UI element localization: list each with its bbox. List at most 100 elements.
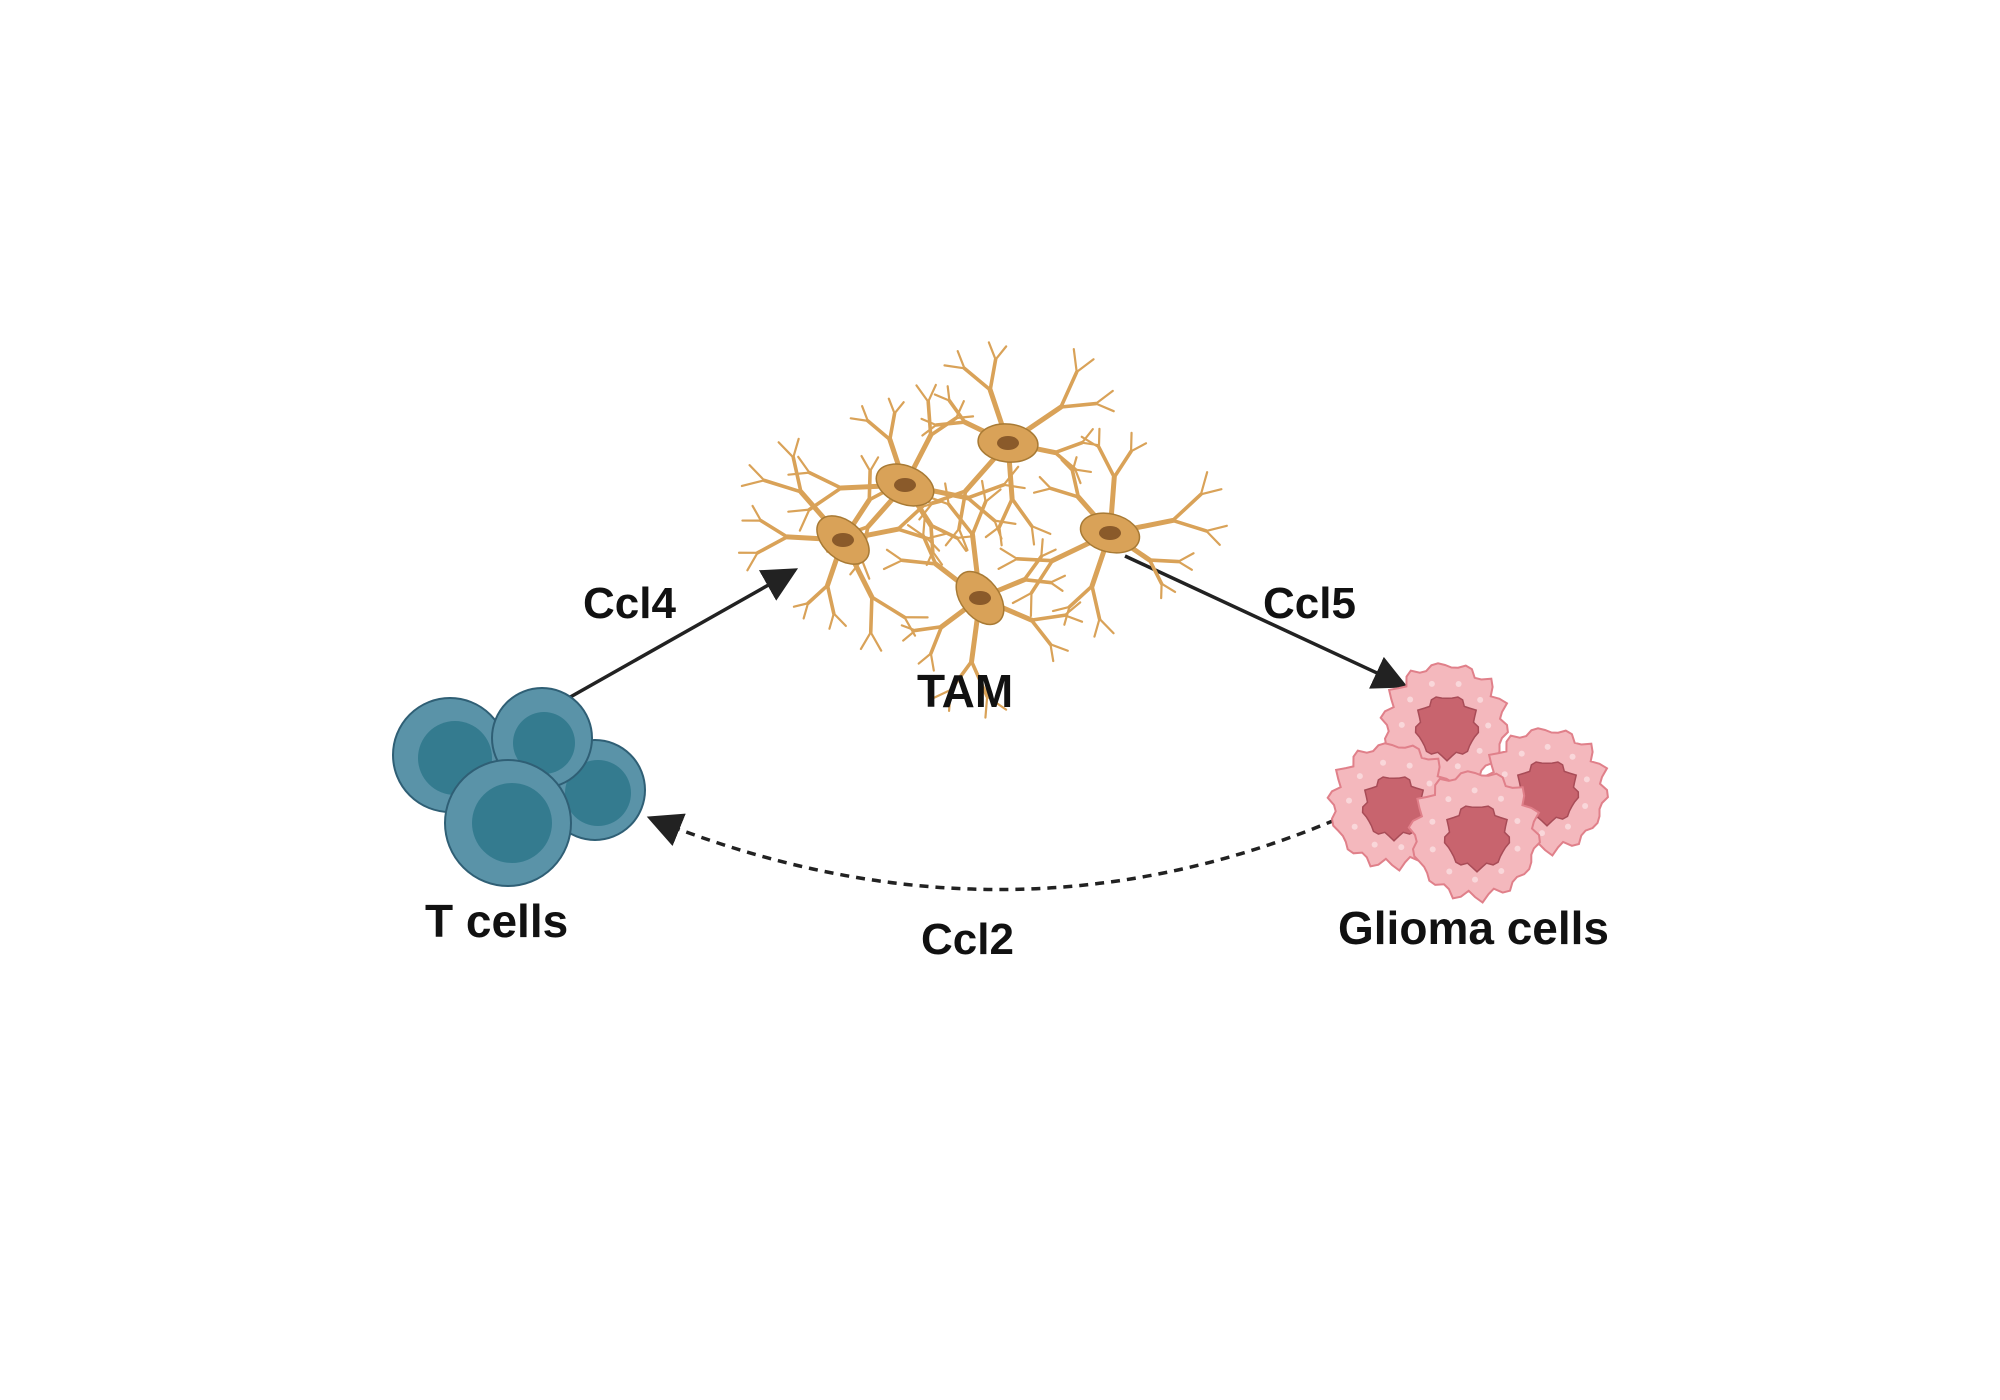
microglia-process bbox=[1040, 548, 1057, 558]
microglia-process bbox=[1067, 584, 1094, 609]
microglia-process bbox=[913, 624, 944, 633]
glioma-granule bbox=[1501, 771, 1508, 778]
microglia-process bbox=[1090, 584, 1102, 621]
microglia-process bbox=[1030, 525, 1052, 536]
glioma-granule bbox=[1455, 681, 1462, 688]
glioma-granule bbox=[1429, 818, 1436, 825]
microglia-process bbox=[868, 595, 874, 635]
microglia-process bbox=[929, 652, 935, 672]
microglia-process bbox=[962, 366, 992, 392]
microglia-process bbox=[860, 558, 871, 580]
t-cell-nucleus bbox=[472, 783, 552, 863]
microglia-process bbox=[896, 504, 925, 531]
microglia-process bbox=[1071, 456, 1078, 473]
glioma-granule bbox=[1356, 773, 1363, 780]
glioma-granule bbox=[1398, 844, 1405, 851]
microglia-process bbox=[1011, 591, 1033, 605]
microglia-process bbox=[965, 483, 1006, 500]
microglia-process bbox=[1199, 471, 1209, 496]
glioma-granule bbox=[1476, 747, 1483, 754]
microglia-process bbox=[866, 419, 892, 442]
glioma-granule bbox=[1472, 876, 1479, 883]
microglia-process bbox=[988, 357, 998, 392]
microglia-process bbox=[1147, 558, 1164, 586]
microglia-process bbox=[922, 517, 926, 537]
microglia-process bbox=[1030, 525, 1036, 546]
glioma-granule bbox=[1407, 696, 1414, 703]
microglia-process bbox=[926, 537, 941, 552]
glioma-granule bbox=[1569, 753, 1576, 760]
microglia-nucleus bbox=[969, 591, 991, 605]
microglia-process bbox=[957, 527, 969, 552]
microglia-process bbox=[929, 523, 959, 540]
glioma-granule bbox=[1398, 721, 1405, 728]
microglia-process bbox=[956, 350, 966, 370]
microglia-process bbox=[748, 464, 766, 482]
microglia-process bbox=[1040, 538, 1044, 558]
ccl2-label: Ccl2 bbox=[921, 915, 1014, 964]
microglia-nucleus bbox=[1099, 526, 1121, 540]
microglia-process bbox=[849, 417, 869, 422]
glioma-granule bbox=[1498, 868, 1505, 875]
microglia-process bbox=[970, 499, 988, 537]
microglia-process bbox=[1097, 445, 1117, 479]
glioma-granule bbox=[1514, 817, 1521, 824]
microglia-process bbox=[887, 397, 896, 415]
microglia-process bbox=[755, 535, 789, 555]
microglia-process bbox=[1022, 577, 1053, 585]
microglia-process bbox=[984, 488, 1002, 503]
microglia-process bbox=[929, 523, 935, 554]
glioma-granule bbox=[1564, 823, 1571, 830]
microglia-process bbox=[802, 602, 810, 620]
edge-tam-to-glioma-arrow bbox=[1124, 554, 1409, 689]
microglia-process bbox=[999, 547, 1019, 560]
microglia-process bbox=[1032, 487, 1052, 494]
glioma-granule bbox=[1514, 845, 1521, 852]
microglia-process bbox=[932, 688, 952, 700]
microglia-process bbox=[1063, 601, 1082, 617]
microglia-process bbox=[955, 536, 968, 552]
microglia-process bbox=[787, 471, 811, 476]
microglia-process bbox=[1029, 618, 1053, 647]
microglia-process bbox=[798, 508, 811, 532]
microglia-process bbox=[1059, 370, 1079, 409]
microglia-process bbox=[993, 519, 1003, 540]
microglia-process bbox=[893, 401, 905, 415]
microglia-process bbox=[947, 398, 967, 424]
glioma-granule bbox=[1485, 722, 1492, 729]
microglia-process bbox=[929, 624, 944, 656]
glioma-granule bbox=[1371, 841, 1378, 848]
microglia-process bbox=[860, 454, 872, 473]
microglia-process bbox=[931, 550, 944, 566]
microglia-process bbox=[1002, 483, 1026, 490]
microglia-process bbox=[1022, 554, 1044, 582]
microglia-process bbox=[1038, 475, 1052, 490]
microglia-process bbox=[832, 612, 847, 628]
microglia-process bbox=[943, 364, 966, 370]
microglia-process bbox=[915, 384, 930, 403]
microglia-process bbox=[1010, 497, 1034, 528]
microglia-process bbox=[885, 548, 904, 562]
glioma-granule bbox=[1351, 823, 1358, 830]
microglia-process bbox=[1074, 468, 1092, 474]
glioma-granule bbox=[1426, 780, 1433, 787]
glioma-granule bbox=[1406, 762, 1413, 769]
microglia-process bbox=[1053, 450, 1078, 472]
tam-label: TAM bbox=[917, 665, 1014, 717]
ccl4-label: Ccl4 bbox=[583, 579, 676, 628]
microglia-process bbox=[921, 500, 942, 508]
glioma-nucleus bbox=[1443, 805, 1511, 873]
microglia-process bbox=[1080, 428, 1094, 444]
microglia-process bbox=[1053, 440, 1084, 455]
microglia-process bbox=[746, 551, 759, 572]
microglia-process bbox=[984, 695, 989, 719]
microglia-process bbox=[1112, 449, 1133, 479]
microglia-process bbox=[759, 518, 789, 539]
microglia-process bbox=[1170, 518, 1209, 533]
microglia-nucleus bbox=[832, 533, 854, 547]
microglia-process bbox=[955, 400, 965, 420]
t-cell-cluster-icon bbox=[392, 687, 646, 887]
microglia-process bbox=[791, 455, 803, 494]
microglia-process bbox=[900, 558, 938, 566]
microglia-process bbox=[944, 482, 950, 506]
